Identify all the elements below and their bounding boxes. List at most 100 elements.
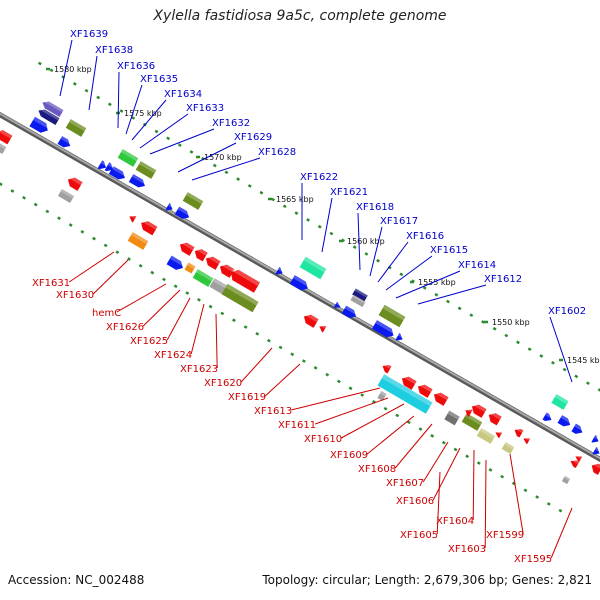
forward-gene-label: XF1602	[548, 306, 586, 317]
forward-gene-label: XF1615	[430, 245, 468, 256]
tick-mark-reverse	[10, 189, 15, 193]
reverse-gene-body	[219, 264, 235, 278]
forward-gene-body	[57, 136, 71, 148]
forward-gene-body	[299, 256, 327, 280]
reverse-gene-label: XF1595	[514, 554, 552, 565]
reverse-gene-body	[303, 314, 319, 328]
forward-gene	[557, 415, 573, 427]
forward-gene-body	[42, 101, 64, 117]
tick-mark-forward	[446, 299, 450, 304]
reverse-gene	[221, 283, 259, 313]
tick-mark-forward	[481, 320, 485, 324]
reverse-gene-shine	[380, 391, 387, 397]
forward-gene-body	[135, 161, 157, 179]
tick-mark-reverse	[278, 345, 283, 350]
forward-gene-shine	[185, 192, 204, 205]
reverse-gene-body	[209, 278, 227, 294]
reverse-gene-shine	[187, 262, 196, 269]
reverse-gene	[401, 374, 417, 390]
reverse-label-leader	[472, 449, 475, 521]
forward-gene	[117, 149, 139, 167]
reverse-label-leader	[142, 289, 181, 327]
tick-mark-reverse	[360, 393, 365, 397]
reverse-gene-shine	[231, 267, 260, 287]
reverse-gene	[417, 382, 433, 398]
tick-mark-forward	[259, 190, 264, 195]
reverse-label-leader	[340, 403, 405, 439]
reverse-gene-body	[465, 409, 473, 417]
forward-gene-label: XF1629	[234, 132, 272, 143]
forward-gene-shine	[335, 301, 343, 307]
forward-gene-shine	[131, 174, 148, 185]
reverse-gene-body	[523, 438, 531, 445]
reverse-gene-body	[192, 269, 214, 287]
forward-gene-body	[182, 192, 204, 210]
tick-mark-forward	[177, 143, 182, 147]
reverse-gene-shine	[592, 461, 600, 470]
forward-gene	[29, 116, 51, 133]
forward-gene	[42, 99, 64, 117]
tick-mark-reverse	[80, 229, 85, 234]
forward-gene-body	[557, 415, 571, 427]
reverse-gene	[476, 428, 496, 444]
tick-mark-reverse	[127, 257, 131, 261]
forward-gene	[65, 119, 87, 137]
reverse-gene	[444, 410, 460, 426]
forward-gene	[378, 304, 406, 328]
forward-gene-body	[165, 203, 173, 211]
forward-gene-label: XF1638	[95, 45, 133, 56]
reverse-gene-body	[221, 283, 259, 313]
reverse-gene	[166, 255, 186, 270]
reverse-gene-body	[570, 460, 580, 469]
forward-gene-body	[275, 267, 283, 275]
forward-label-leader	[377, 241, 409, 283]
forward-gene-shine	[0, 142, 7, 150]
tick-mark-reverse	[336, 379, 341, 384]
tick-mark-reverse	[325, 372, 330, 377]
reverse-gene-body	[377, 374, 433, 414]
reverse-gene-shine	[206, 254, 221, 265]
forward-gene-shine	[120, 149, 139, 162]
tick-mark-reverse	[441, 440, 446, 445]
reverse-gene	[129, 213, 137, 223]
forward-gene-body	[350, 294, 366, 308]
forward-gene-body	[0, 130, 13, 145]
forward-gene-label: XF1634	[164, 89, 202, 100]
forward-gene-body	[341, 305, 357, 318]
reverse-gene	[184, 262, 196, 274]
tick-mark-reverse	[488, 468, 493, 472]
reverse-gene-label: XF1626	[106, 322, 144, 333]
reverse-gene	[575, 453, 583, 463]
reverse-gene	[219, 262, 235, 278]
forward-gene-body	[352, 288, 368, 302]
tick-mark-forward	[562, 367, 567, 372]
reverse-label-leader	[68, 251, 115, 283]
reverse-gene-body	[179, 242, 195, 256]
tick-mark-forward	[434, 292, 439, 297]
reverse-label-leader	[550, 507, 573, 559]
reverse-gene-shine	[489, 410, 502, 420]
reverse-gene	[231, 267, 260, 293]
forward-gene	[371, 320, 397, 338]
forward-gene	[104, 162, 116, 172]
tick-mark-forward	[154, 129, 159, 134]
reverse-gene-label: XF1606	[396, 496, 434, 507]
forward-gene	[333, 301, 343, 308]
tick-mark-forward	[574, 374, 579, 379]
forward-gene	[174, 206, 192, 219]
tick-mark-forward	[107, 102, 112, 107]
reverse-gene-shine	[195, 269, 214, 282]
reverse-gene-body	[471, 404, 487, 418]
tick-mark-forward	[516, 340, 520, 345]
forward-gene-shine	[574, 423, 585, 432]
reverse-gene-shine	[60, 189, 75, 199]
reverse-gene	[377, 391, 387, 401]
forward-gene-shine	[560, 415, 573, 424]
reverse-gene-body	[231, 269, 260, 293]
reverse-gene-body	[591, 463, 600, 475]
reverse-gene-shine	[68, 175, 83, 186]
tick-mark-reverse	[150, 270, 155, 275]
tick-mark-reverse	[255, 332, 260, 336]
tick-mark-reverse	[243, 325, 248, 329]
tick-mark-forward	[376, 258, 380, 263]
